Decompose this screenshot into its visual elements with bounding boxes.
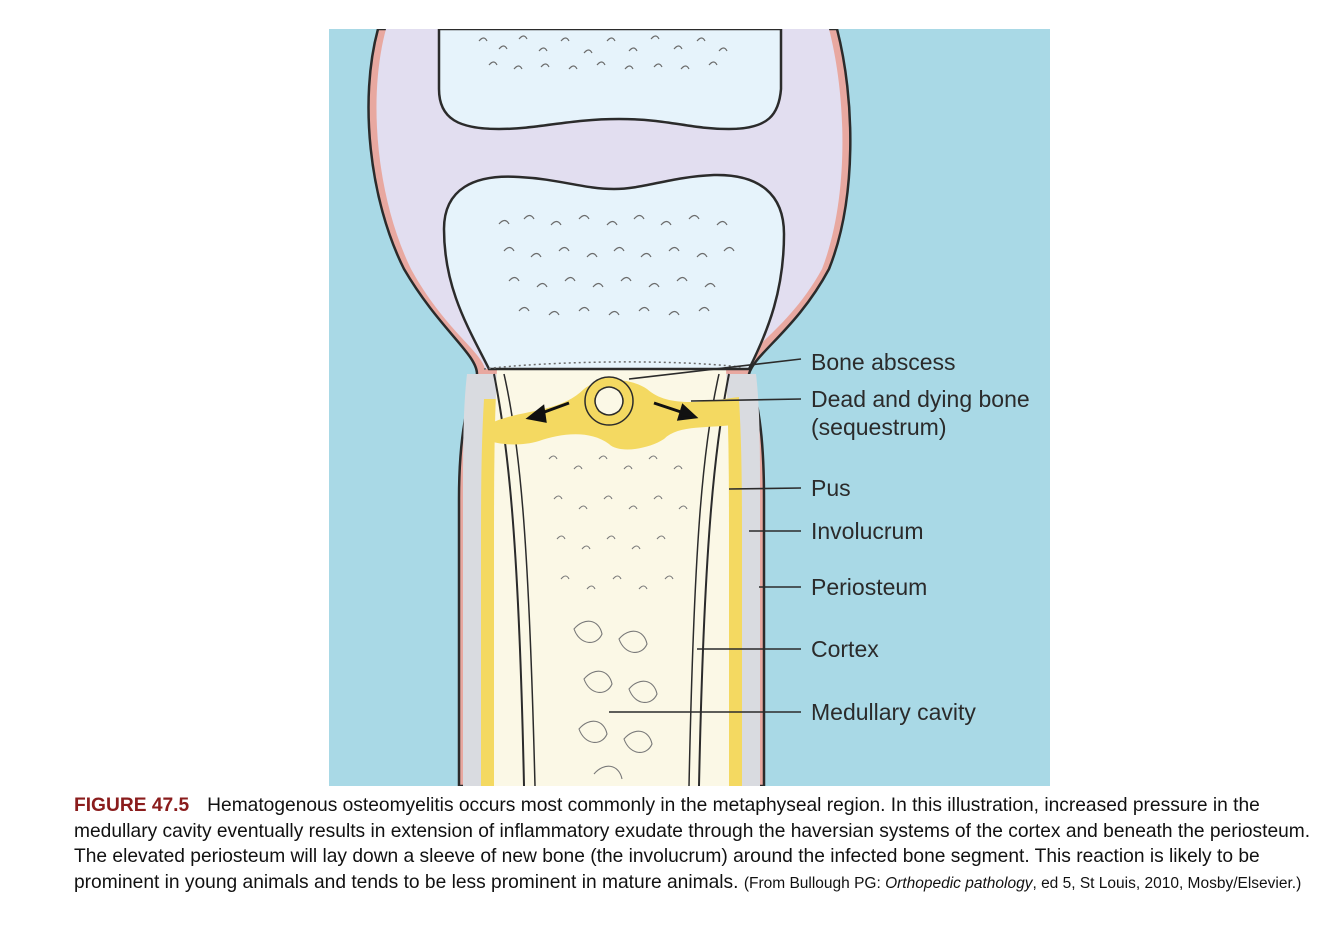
bone-diagram: Bone abscess Dead and dying bone (seques… <box>329 29 1050 786</box>
label-involucrum: Involucrum <box>811 518 923 544</box>
bone-abscess <box>585 377 633 425</box>
lower-ossification-center <box>444 175 784 369</box>
caption-credit: (From Bullough PG: Orthopedic pathology,… <box>744 875 1301 892</box>
credit-title: Orthopedic pathology <box>885 875 1032 892</box>
figure-label: FIGURE 47.5 <box>74 795 189 816</box>
label-sequestrum: (sequestrum) <box>811 414 946 440</box>
label-pus: Pus <box>811 475 851 501</box>
bone-illustration: Bone abscess Dead and dying bone (seques… <box>329 29 1050 786</box>
upper-ossification-center <box>439 29 781 129</box>
credit-suffix: , ed 5, St Louis, 2010, Mosby/Elsevier.) <box>1032 875 1301 892</box>
label-dead-dying-bone: Dead and dying bone <box>811 386 1030 412</box>
label-bone-abscess: Bone abscess <box>811 349 955 375</box>
label-periosteum: Periosteum <box>811 574 927 600</box>
label-cortex: Cortex <box>811 636 879 662</box>
label-medullary-cavity: Medullary cavity <box>811 699 976 725</box>
credit-prefix: (From Bullough PG: <box>744 875 881 892</box>
